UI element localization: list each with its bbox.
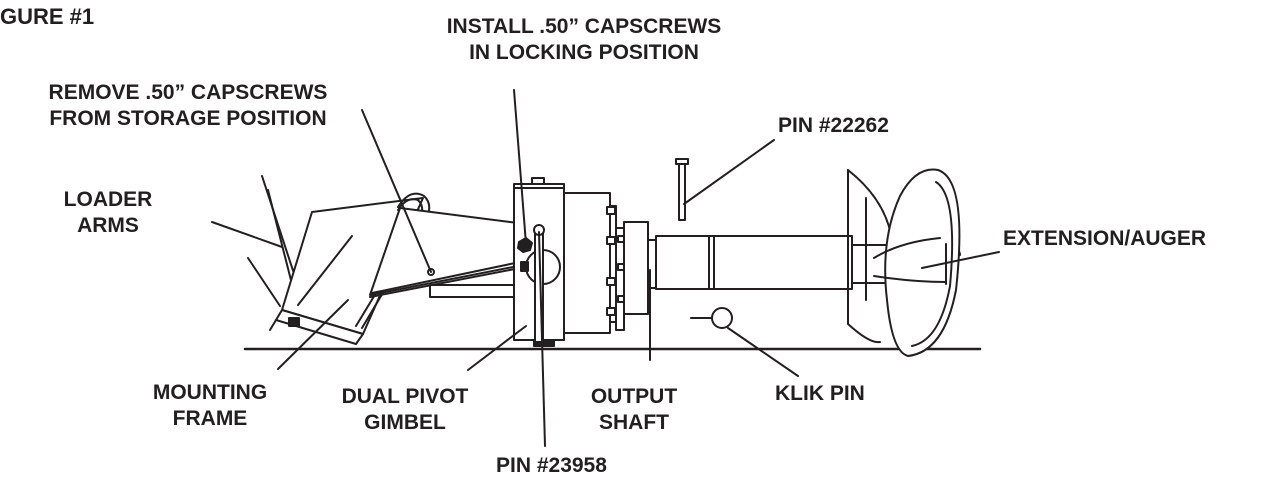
dual-pivot-gimbel <box>513 177 617 347</box>
output-shaft <box>615 221 659 331</box>
figure-title: GURE #1 <box>0 4 95 29</box>
remove-capscrews-line-2: FROM STORAGE POSITION <box>49 107 327 130</box>
leader-pin-22262 <box>683 139 775 205</box>
leader-klik-pin <box>727 327 799 377</box>
loader-arms-line-2: ARMS <box>77 214 139 237</box>
mounting-frame-line-2: FRAME <box>172 407 248 430</box>
install-capscrews-label: INSTALL .50” CAPSCREWS IN LOCKING POSITI… <box>409 14 759 66</box>
install-capscrews-line-2: IN LOCKING POSITION <box>469 41 699 64</box>
extension-auger-label: EXTENSION/AUGER <box>1003 227 1207 250</box>
output-shaft-line-2: SHAFT <box>599 411 669 434</box>
klik-pin-label: KLIK PIN <box>775 382 865 405</box>
output-shaft-line-1: OUTPUT <box>590 385 678 408</box>
loader-arms-label: LOADER ARMS <box>48 187 168 239</box>
auger-flighting <box>847 168 961 357</box>
mounting-frame-line-1: MOUNTING <box>152 381 268 404</box>
dual-pivot-gimbel-label: DUAL PIVOT GIMBEL <box>330 384 480 436</box>
loader-arms-line-1: LOADER <box>63 188 153 211</box>
pin-22262 <box>675 158 689 221</box>
leader-loader-arms <box>211 221 283 248</box>
mounting-frame-label: MOUNTING FRAME <box>150 380 270 432</box>
pin-22262-label: PIN #22262 <box>778 114 889 137</box>
leader-remove-capscrews <box>361 109 432 273</box>
leader-extension-auger <box>921 251 1000 269</box>
output-shaft-label: OUTPUT SHAFT <box>574 384 694 436</box>
pin-23958-label: PIN #23958 <box>496 454 607 477</box>
leader-dual-pivot-gimbel <box>467 325 527 371</box>
dual-pivot-gimbel-line-2: GIMBEL <box>364 411 446 434</box>
dual-pivot-gimbel-line-1: DUAL PIVOT <box>341 385 469 408</box>
klik-pin <box>690 307 733 329</box>
leader-mounting-frame <box>277 299 349 370</box>
remove-capscrews-line-1: REMOVE .50” CAPSCREWS <box>48 81 328 104</box>
mounting-frame <box>269 192 431 345</box>
leader-install-capscrews <box>513 89 527 245</box>
leader-lines <box>211 89 1000 447</box>
pivot-plates <box>369 207 521 298</box>
remove-capscrews-label: REMOVE .50” CAPSCREWS FROM STORAGE POSIT… <box>8 80 368 132</box>
leader-pin-23958 <box>538 231 546 447</box>
install-capscrews-line-1: INSTALL .50” CAPSCREWS <box>446 15 722 38</box>
extension-tube <box>655 235 853 290</box>
